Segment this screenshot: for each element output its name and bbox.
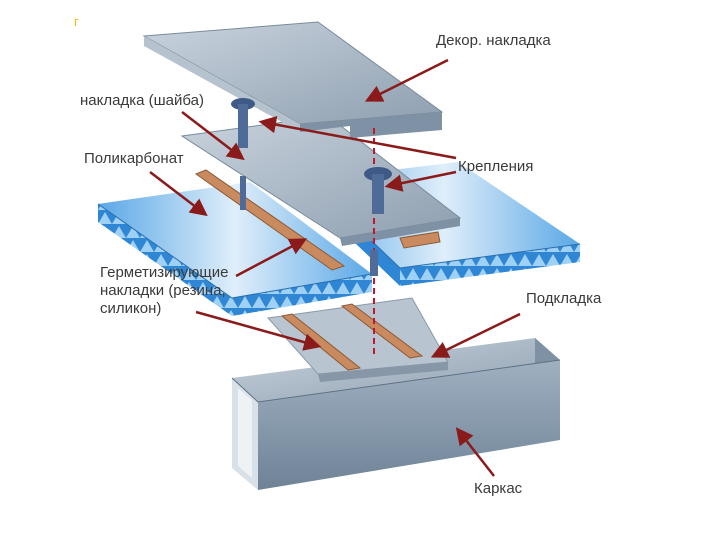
arrow-fastener-2 — [384, 170, 457, 192]
label-fasteners: Крепления — [458, 158, 534, 175]
label-seals-line1: Герметизирующие — [100, 264, 229, 281]
label-seals-line3: силикон) — [100, 300, 162, 317]
arrow-frame — [455, 427, 495, 477]
corner-mark: г — [74, 14, 79, 29]
arrow-fastener-1 — [258, 115, 457, 160]
label-washer-plate: накладка (шайба) — [80, 92, 204, 109]
arrow-underlay — [430, 312, 521, 358]
underlay-strip — [267, 297, 449, 382]
label-frame: Каркас — [474, 480, 523, 497]
arrow-seal-1 — [235, 238, 308, 278]
decor-cover — [142, 21, 444, 138]
arrow-washer — [181, 111, 245, 161]
label-underlay: Подкладка — [526, 290, 602, 307]
arrow-seal-2 — [195, 310, 322, 351]
leader-arrows — [149, 58, 521, 477]
label-seals-line2: накладки (резина, — [100, 282, 226, 299]
label-polycarbonate: Поликарбонат — [84, 150, 184, 167]
arrow-decor — [364, 58, 449, 102]
arrow-polycarbonate — [149, 171, 208, 217]
polycarbonate-sheet-left — [97, 182, 373, 316]
washer-plate — [180, 115, 462, 246]
screw-left — [231, 98, 255, 210]
label-decor-cover: Декор. накладка — [436, 32, 551, 49]
